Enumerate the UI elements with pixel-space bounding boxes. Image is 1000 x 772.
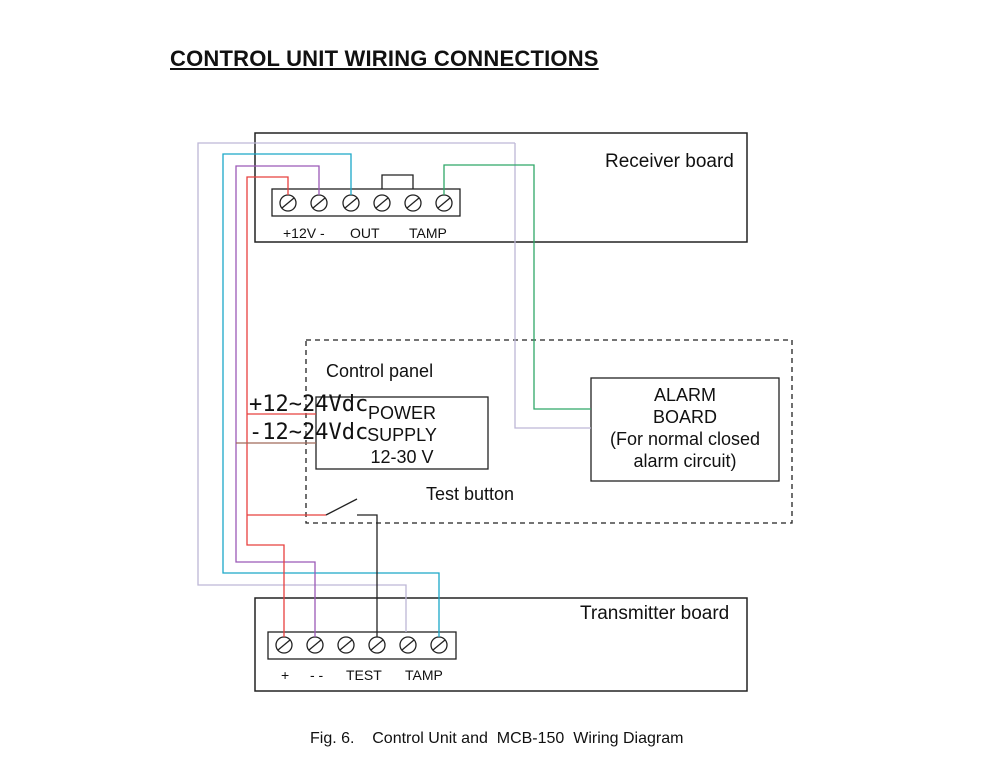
voltage-minus-label: -12~24Vdc (249, 420, 369, 445)
wire-lavender-outer (197, 142, 515, 632)
receiver-power-label: +12V - (283, 225, 325, 241)
power-supply-line3: 12-30 V (370, 447, 434, 467)
power-supply-line1: POWER (367, 403, 436, 423)
wire-black-test (357, 514, 378, 637)
test-button-switch (325, 498, 358, 516)
alarm-board-box (590, 377, 780, 482)
receiver-terminal-screw (279, 194, 297, 212)
wire-red (246, 176, 289, 637)
transmitter-tamp-label: TAMP (405, 667, 443, 683)
wire-cyan (222, 153, 440, 637)
receiver-terminal-screw (310, 194, 328, 212)
alarm-board-line4: alarm circuit) (633, 451, 737, 471)
transmitter-terminal-strip (267, 631, 457, 660)
transmitter-test-label: TEST (346, 667, 382, 683)
transmitter-terminal-screw (337, 636, 355, 654)
transmitter-terminal-screw (399, 636, 417, 654)
transmitter-minus-label: - - (310, 667, 324, 683)
wire-green (443, 164, 591, 410)
alarm-board-line3: (For normal closed (609, 429, 761, 449)
receiver-jumper (381, 174, 414, 189)
power-supply-box (315, 396, 489, 470)
transmitter-board-title: Transmitter board (580, 603, 730, 624)
transmitter-terminal-screw (430, 636, 448, 654)
wire-lavender-alarm (514, 143, 591, 429)
transmitter-plus-label: + (281, 667, 290, 683)
transmitter-terminal-screw (368, 636, 386, 654)
figure-caption: Fig. 6. Control Unit and MCB-150 Wiring … (310, 730, 684, 747)
receiver-tamp-label: TAMP (409, 225, 447, 241)
power-supply-line2: SUPPLY (367, 425, 437, 445)
receiver-board-title: Receiver board (605, 151, 734, 172)
alarm-board-label: ALARM BOARD (For normal closed alarm cir… (591, 384, 779, 472)
receiver-terminal-screw (435, 194, 453, 212)
control-panel-title: Control panel (326, 361, 434, 381)
receiver-out-label: OUT (350, 225, 380, 241)
receiver-terminal-strip (271, 174, 461, 217)
transmitter-board (254, 597, 748, 692)
test-button-label: Test button (426, 484, 515, 504)
page-title: CONTROL UNIT WIRING CONNECTIONS (170, 46, 599, 71)
power-supply-label: POWER SUPPLY 12-30 V (316, 402, 488, 468)
receiver-terminal-screw (404, 194, 422, 212)
wire-purple (235, 165, 320, 637)
alarm-board-line1: ALARM (653, 385, 716, 405)
receiver-board (254, 132, 748, 243)
receiver-terminal-screw (342, 194, 360, 212)
control-panel-box (305, 339, 793, 524)
transmitter-terminal-screw (306, 636, 324, 654)
voltage-plus-label: +12~24Vdc (249, 392, 369, 417)
receiver-terminal-screw (373, 194, 391, 212)
transmitter-terminal-screw (275, 636, 293, 654)
alarm-board-line2: BOARD (652, 407, 717, 427)
